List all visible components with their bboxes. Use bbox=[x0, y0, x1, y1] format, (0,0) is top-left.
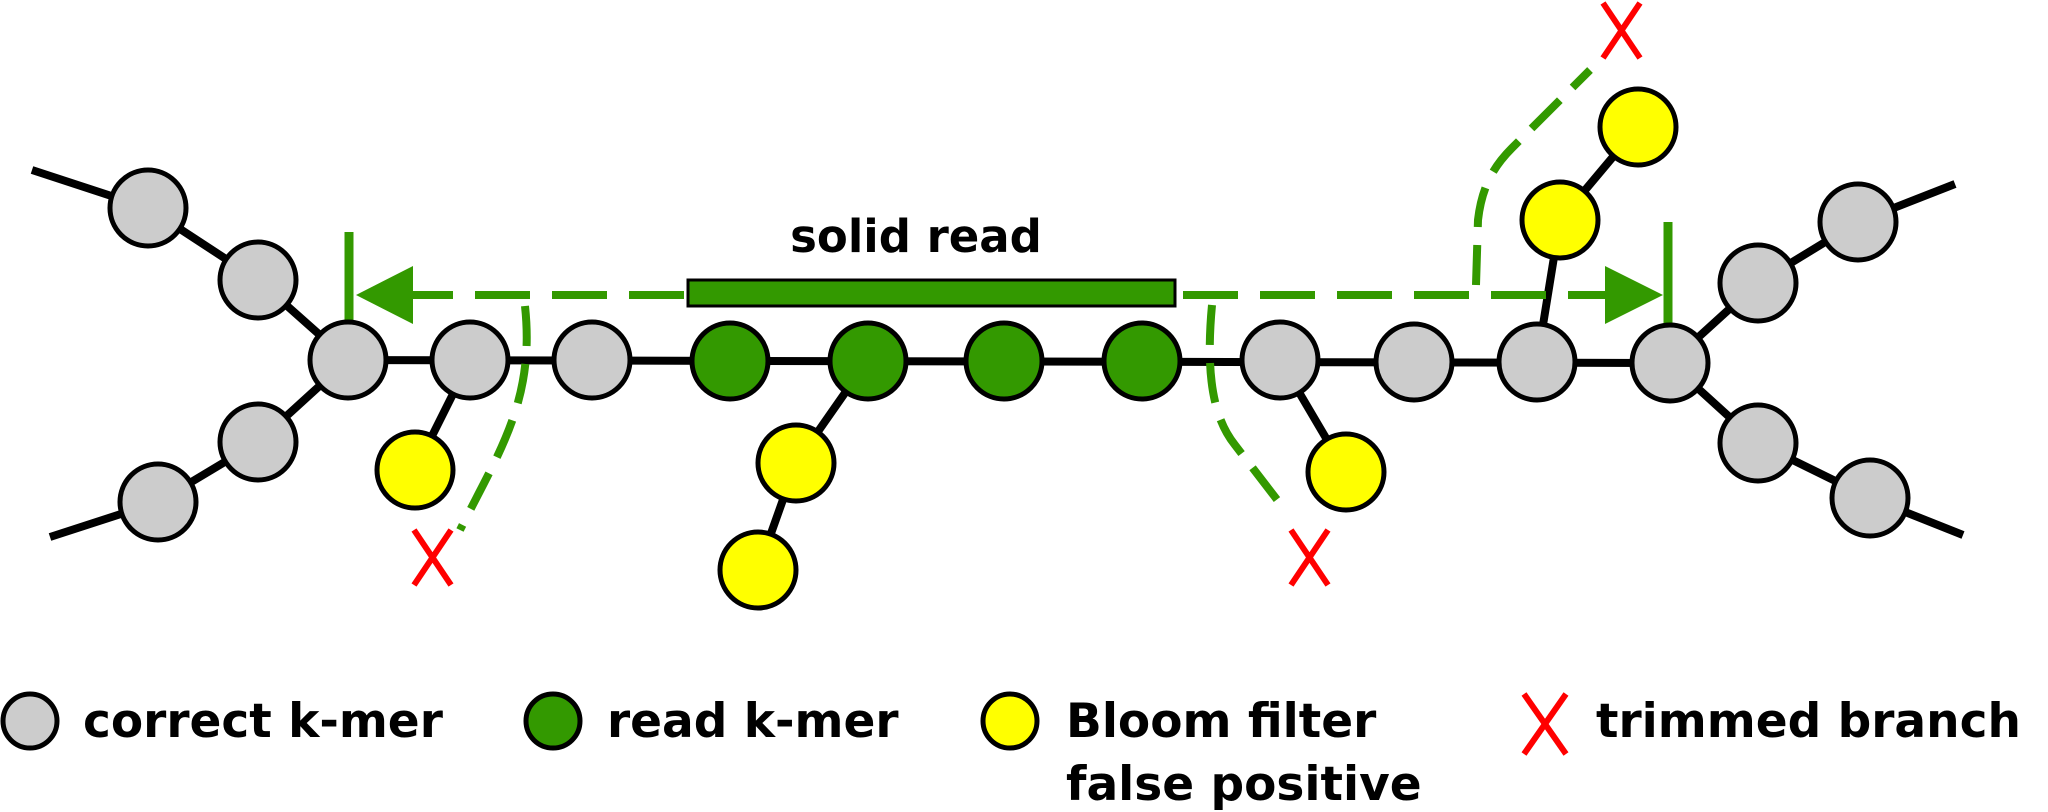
false-positive-node bbox=[374, 429, 456, 511]
legend-false-positive-label-line1: Bloom filter bbox=[1066, 694, 1377, 749]
correct-kmer-node bbox=[551, 319, 633, 401]
legend-false-positive-label-line2: false positive bbox=[1066, 757, 1422, 812]
correct-kmer-node bbox=[217, 401, 299, 483]
left-branch-exploration bbox=[456, 305, 531, 532]
false-positive-node bbox=[1305, 431, 1387, 513]
trimmed-branch-icon bbox=[411, 528, 454, 587]
read-kmer-node bbox=[827, 320, 909, 402]
correct-kmer-node bbox=[1717, 242, 1799, 324]
read-kmer-node bbox=[689, 320, 771, 402]
false-positive-node bbox=[717, 529, 799, 611]
legend-trimmed-branch-label: trimmed branch bbox=[1596, 694, 2021, 749]
legend-correct-kmer-swatch bbox=[0, 691, 60, 751]
trimmed-branch-icon bbox=[1600, 1, 1643, 60]
correct-kmer-node bbox=[117, 461, 199, 543]
read-extension-path: solid read bbox=[344, 67, 1673, 532]
legend: correct k-mer read k-mer Bloom filter fa… bbox=[0, 691, 2021, 812]
left-arrowhead bbox=[356, 266, 413, 324]
correct-kmer-node bbox=[1373, 321, 1455, 403]
correct-kmer-node bbox=[307, 319, 389, 401]
read-kmer-node bbox=[1101, 320, 1183, 402]
correct-kmer-node bbox=[1829, 457, 1911, 539]
legend-trimmed-branch-icon bbox=[1521, 692, 1569, 756]
correct-kmer-node bbox=[217, 239, 299, 321]
false-positive-node bbox=[1519, 179, 1601, 261]
top-branch-exploration bbox=[1472, 67, 1593, 286]
correct-kmer-node bbox=[1496, 321, 1578, 403]
correct-kmer-node bbox=[1817, 181, 1899, 263]
solid-read-bar bbox=[686, 278, 1177, 308]
legend-read-kmer-swatch bbox=[523, 691, 583, 751]
solid-read-label: solid read bbox=[790, 210, 1042, 263]
legend-read-kmer-label: read k-mer bbox=[607, 694, 899, 749]
correct-kmer-node bbox=[1629, 322, 1711, 404]
right-arrowhead bbox=[1605, 266, 1663, 324]
correct-kmer-node bbox=[429, 319, 511, 401]
false-positive-node bbox=[1597, 86, 1679, 168]
correct-kmer-node bbox=[1239, 319, 1321, 401]
graph-nodes bbox=[107, 86, 1911, 611]
legend-correct-kmer-label: correct k-mer bbox=[83, 694, 444, 749]
legend-false-positive-swatch bbox=[980, 691, 1040, 751]
correct-kmer-node bbox=[107, 167, 189, 249]
correct-kmer-node bbox=[1717, 402, 1799, 484]
middle-branch-exploration bbox=[1205, 304, 1289, 513]
trimmed-marks bbox=[411, 1, 1643, 587]
read-kmer-node bbox=[963, 320, 1045, 402]
trimmed-branch-icon bbox=[1288, 528, 1331, 587]
false-positive-node bbox=[755, 422, 837, 504]
